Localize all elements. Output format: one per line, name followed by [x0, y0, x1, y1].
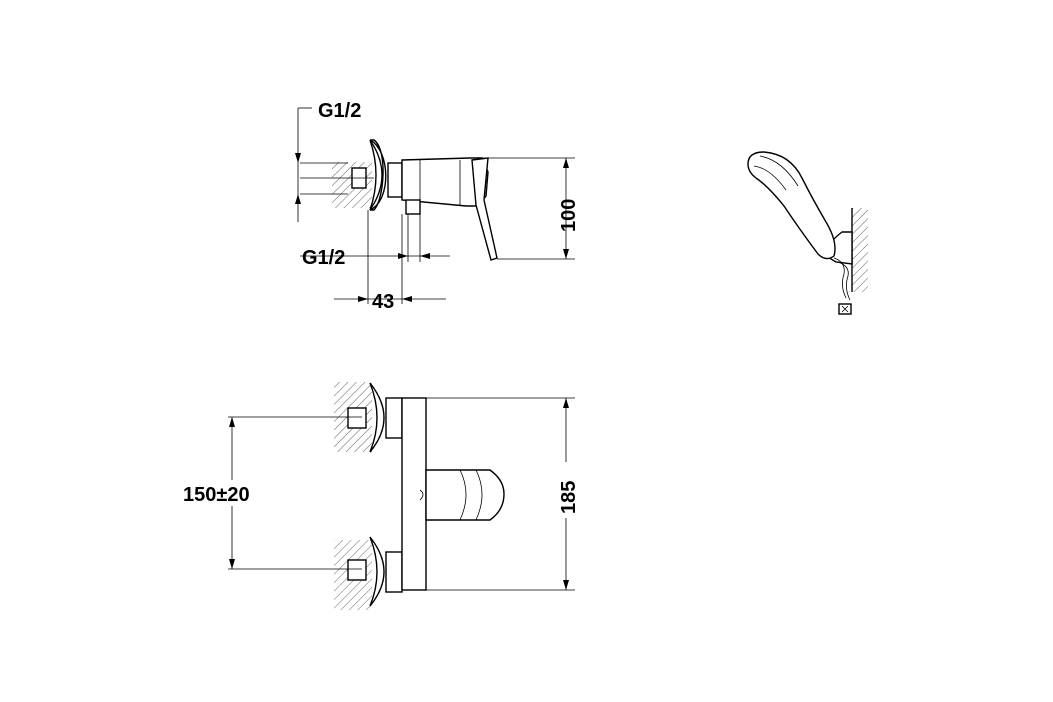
mixer-lever	[425, 469, 505, 521]
dim-height-side: 100	[558, 199, 580, 232]
dim-thread-bottom: G1/2	[302, 247, 345, 269]
mixer-body	[401, 157, 489, 207]
dim-height-front: 185	[558, 481, 580, 514]
wall-hatch-shower	[852, 208, 868, 292]
mixer-bar	[401, 397, 427, 591]
front-view: 150±20 185	[180, 382, 580, 610]
escutcheon	[369, 139, 387, 211]
shower-head	[747, 151, 836, 260]
lever	[471, 157, 498, 261]
side-view: G1/2 G1/2 43 100	[295, 100, 580, 313]
escutcheon-bottom	[369, 536, 385, 607]
dim-center-distance: 150±20	[183, 484, 250, 506]
outlet	[405, 199, 421, 215]
shower-hose	[833, 257, 847, 299]
dim-depth: 43	[372, 291, 394, 313]
dim-thread-top: G1/2	[318, 100, 361, 122]
hand-shower-view	[747, 151, 868, 315]
nut	[387, 162, 403, 198]
escutcheon-top	[369, 382, 385, 453]
